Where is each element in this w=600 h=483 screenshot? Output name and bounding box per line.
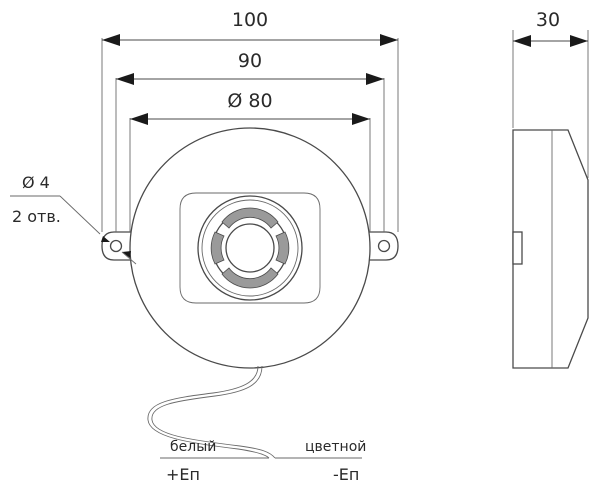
dim-hole-count: 2 отв.	[12, 207, 61, 226]
wire-right-polarity: -Еп	[333, 465, 359, 483]
wire-left-color: белый	[170, 439, 216, 455]
dim-body-diameter: Ø 80	[227, 90, 272, 112]
dim-hole-diameter: Ø 4	[22, 173, 50, 192]
emitter-square-collar	[179, 192, 321, 304]
dim-overall-width: 100	[232, 9, 268, 31]
dim-mounting-spacing: 90	[238, 50, 262, 72]
dim-depth: 30	[536, 9, 560, 31]
left-mounting-hole	[109, 239, 123, 253]
dimension-lines	[10, 34, 399, 265]
wire-right-color: цветной	[305, 439, 366, 455]
front-view	[101, 127, 399, 459]
segmented-ring	[210, 207, 290, 289]
wire-lead	[147, 365, 362, 459]
side-view-outline	[512, 129, 589, 369]
wire-left-polarity: +Еп	[166, 465, 200, 483]
emitter-assembly	[179, 192, 321, 304]
side-view	[512, 30, 589, 369]
side-view-tab	[512, 231, 523, 265]
right-mounting-hole	[377, 239, 391, 253]
